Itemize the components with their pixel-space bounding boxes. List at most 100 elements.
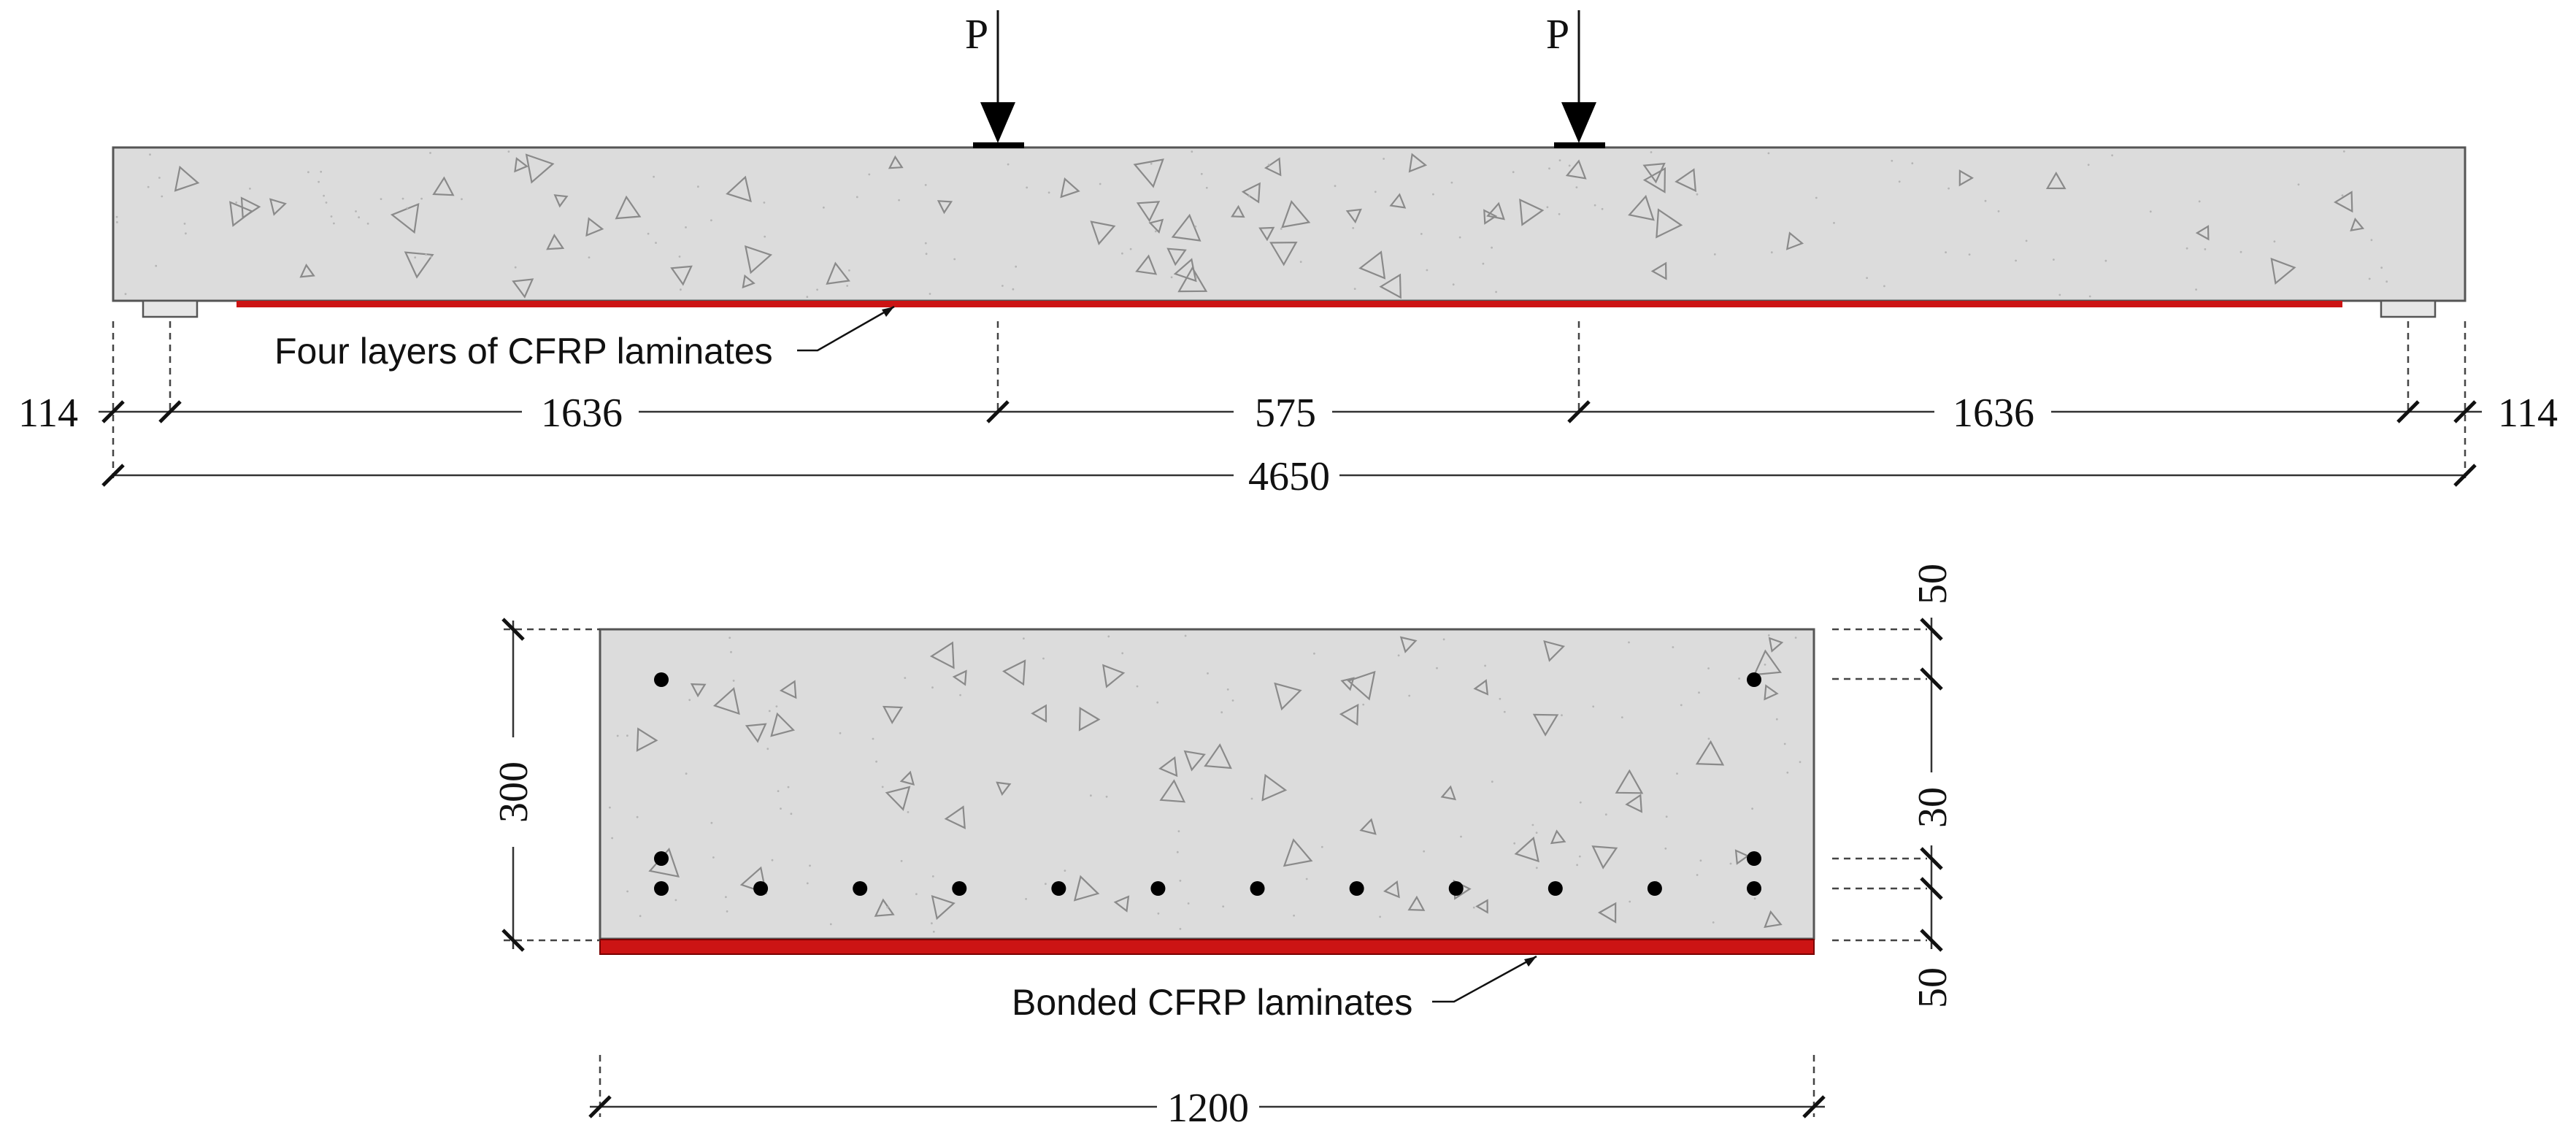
concrete-speck [1313,652,1315,655]
concrete-speck [1729,862,1732,865]
concrete-speck [2104,259,2107,262]
aggregate-mark [1113,895,1130,913]
concrete-speck [763,201,766,204]
concrete-speck [116,221,118,223]
concrete-speck [1696,193,1699,196]
aggregate-mark [1102,664,1126,688]
aggregate-mark [1785,231,1804,250]
concrete-speck [1799,761,1802,764]
concrete-speck [674,899,677,902]
concrete-speck [1176,851,1179,853]
concrete-speck [1738,677,1741,680]
concrete-speck [1696,874,1699,876]
concrete-speck [1698,691,1700,694]
aggregate-mark [1204,743,1232,769]
concrete-speck [1535,867,1538,869]
concrete-speck [1601,207,1604,210]
beam-body [112,146,2467,302]
concrete-speck [931,922,933,925]
concrete-speck [875,760,877,763]
concrete-speck [1833,222,1835,224]
concrete-speck [636,815,639,818]
aggregate-mark [929,641,955,669]
concrete-speck [881,786,884,788]
aggregate-mark [1258,226,1275,242]
concrete-speck [2025,239,2028,242]
concrete-speck [1650,151,1653,153]
aggregate-mark [546,234,565,250]
concrete-speck [1513,842,1516,845]
concrete-speck [588,256,591,258]
concrete-speck [928,293,931,295]
concrete-speck [806,882,809,885]
concrete-speck [1007,163,1010,166]
concrete-speck [1491,246,1493,249]
concrete-speck [1353,288,1356,290]
concrete-speck [1305,878,1308,880]
concrete-speck [1064,869,1066,872]
concrete-speck [685,226,687,229]
cfrp-leader-elevation [797,305,895,352]
aggregate-mark [1274,682,1302,711]
concrete-speck [2111,154,2114,157]
concrete-speck [1426,269,1429,272]
aggregate-mark [1650,261,1667,280]
aggregate-mark [585,217,604,237]
section-body [599,628,1815,940]
concrete-speck [2088,295,2091,298]
concrete-speck [685,772,688,775]
aggregate-mark [944,805,966,829]
concrete-speck [768,710,771,713]
concrete-speck [318,180,320,183]
concrete-speck [868,173,871,176]
aggregate-mark [615,195,642,220]
concrete-speck [1815,196,1818,199]
aggregate-mark [1359,818,1377,835]
concrete-speck [2087,164,2090,166]
aggregate-mark [1625,794,1643,813]
concrete-speck [725,896,727,899]
concrete-speck [1012,288,1015,291]
concrete-speck [1107,635,1110,638]
concrete-speck [616,734,619,737]
concrete-speck [1436,667,1438,669]
concrete-speck [1157,912,1160,915]
concrete-speck [149,153,151,156]
concrete-speck [1121,652,1124,655]
concrete-speck [829,923,832,926]
concrete-speck [775,705,778,707]
concrete-speck [1535,832,1538,834]
aggregate-mark [174,165,200,192]
aggregate-mark [1177,266,1208,293]
concrete-speck [1460,835,1462,838]
aggregate-mark [1183,750,1206,772]
concrete-speck [401,197,404,200]
concrete-speck [124,293,127,296]
concrete-speck [809,864,811,867]
concrete-speck [1472,906,1475,909]
dim-load-spacing: 575 [1255,391,1316,436]
concrete-speck [1379,915,1381,918]
aggregate-mark [885,786,911,811]
concrete-speck [2185,247,2188,250]
aggregate-mark [726,175,752,203]
aggregate-mark [1753,649,1782,676]
aggregate-mark [269,198,287,216]
aggregate-mark [1598,902,1617,924]
concrete-speck [1179,928,1182,930]
concrete-speck [1707,737,1710,740]
concrete-speck [924,242,927,245]
concrete-speck [872,737,874,740]
aggregate-mark [525,153,555,184]
aggregate-mark [1261,773,1288,802]
aggregate-mark [1440,785,1456,801]
aggregate-mark [1642,162,1666,184]
concrete-speck [2380,266,2383,269]
concrete-speck [2341,194,2344,197]
aggregate-mark [1379,273,1402,299]
dim-total-length: 4650 [1248,454,1330,499]
concrete-speck [697,185,699,188]
concrete-speck [1231,699,1234,702]
concrete-speck [330,215,333,218]
concrete-speck [1629,900,1631,903]
